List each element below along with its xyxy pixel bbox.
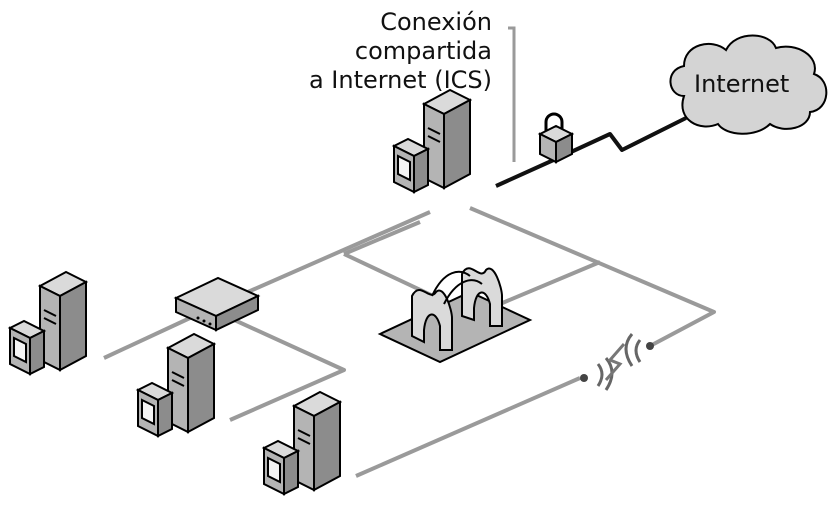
cable-hub-to-pc-left [103, 316, 191, 360]
lan-cables [103, 206, 716, 478]
cable-wireless-to-pc-bottom [355, 376, 581, 478]
cable-bridge-top [343, 220, 421, 256]
cable-ics-to-hub [215, 210, 431, 308]
cable-bridge-right [499, 260, 601, 306]
ics-label: Conexión compartida a Internet (ICS) [309, 8, 492, 95]
ics-label-leader [508, 26, 516, 162]
computer-icon [9, 271, 87, 375]
cable-hub-to-pc-mid [229, 316, 346, 422]
computer-icon [137, 333, 215, 437]
cable-ics-to-wireless [469, 206, 716, 348]
internet-link [495, 116, 687, 188]
internet-label: Internet [694, 70, 790, 98]
wireless-antenna-right [646, 342, 654, 350]
bridge-icon [377, 267, 533, 364]
hub-icon [173, 276, 261, 332]
lock-icon [537, 112, 575, 164]
internet-cloud-icon [669, 34, 828, 135]
wireless-signal-icon [596, 333, 642, 391]
computer-icon [263, 391, 341, 495]
ics-server-icon [393, 89, 471, 193]
wireless-antenna-left [580, 374, 588, 382]
ics-label-line-3: a Internet (ICS) [308, 66, 492, 94]
ics-label-line-1: Conexión [380, 8, 492, 36]
ics-label-line-2: compartida [354, 37, 492, 65]
